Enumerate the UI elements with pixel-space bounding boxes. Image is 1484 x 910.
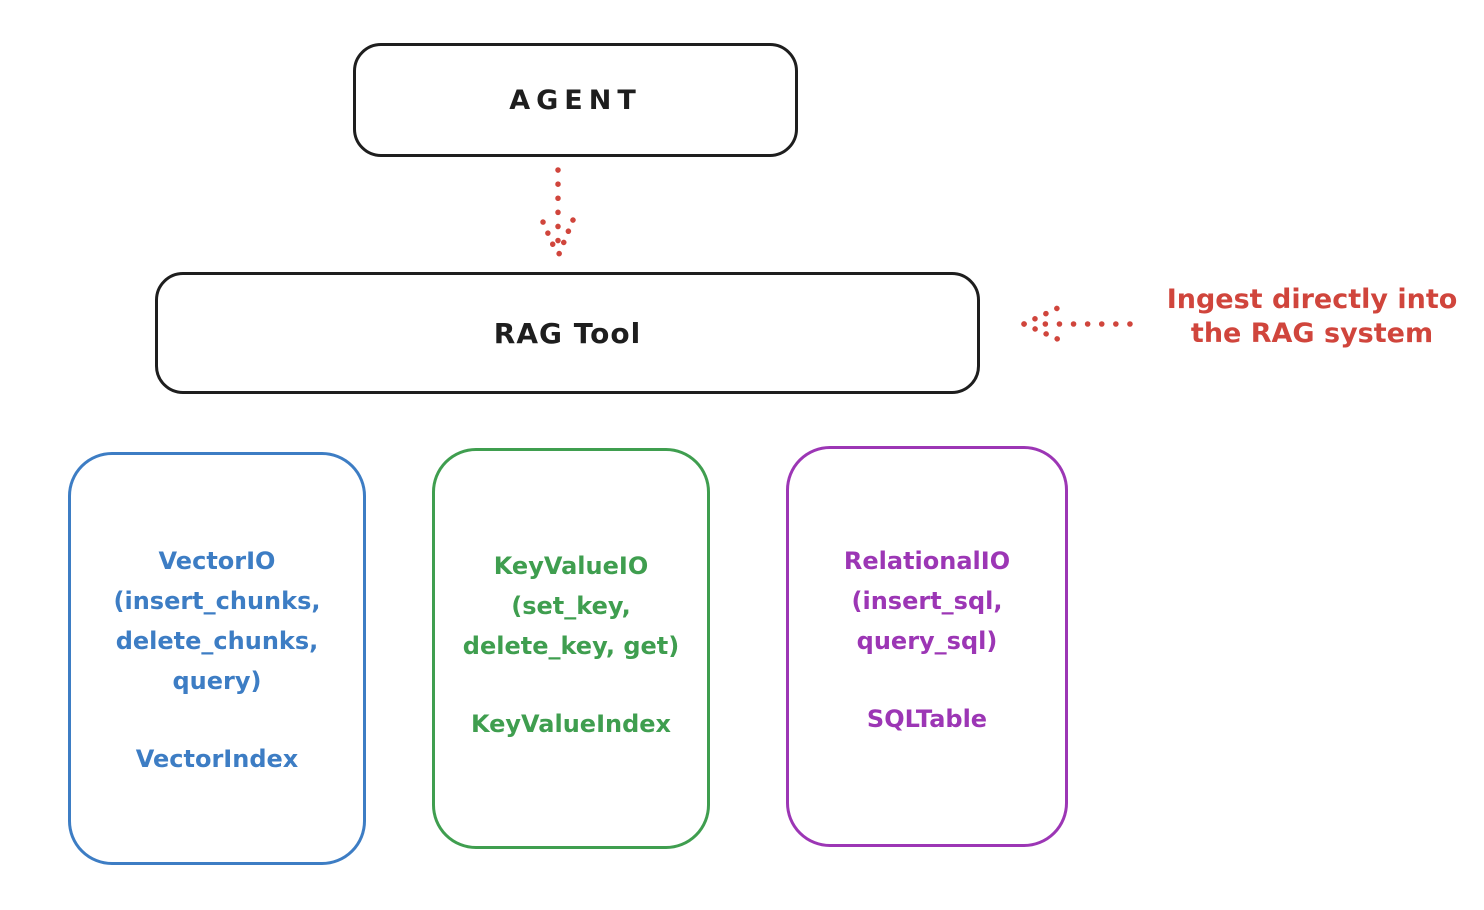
dotted-arrow-left-icon bbox=[1021, 303, 1133, 344]
card-index-label: SQLTable bbox=[866, 705, 988, 733]
card-method-line: (insert_sql, bbox=[851, 587, 1003, 615]
card-method-line: query_sql) bbox=[856, 627, 998, 655]
card-method-line: delete_key, get) bbox=[462, 632, 680, 660]
card-method-line: query) bbox=[172, 667, 262, 695]
card-method-line: (insert_chunks, bbox=[113, 587, 321, 615]
agent-node: AGENT bbox=[353, 43, 798, 157]
relational-io-card: RelationalIO (insert_sql, query_sql) SQL… bbox=[786, 446, 1068, 847]
card-title: RelationalIO bbox=[843, 547, 1011, 575]
card-title: KeyValueIO bbox=[493, 552, 649, 580]
rag-tool-label: RAG Tool bbox=[493, 316, 642, 350]
agent-label: AGENT bbox=[509, 84, 642, 116]
card-index-label: VectorIndex bbox=[135, 745, 299, 773]
card-title: VectorIO bbox=[158, 547, 276, 575]
keyvalue-io-card: KeyValueIO (set_key, delete_key, get) Ke… bbox=[432, 448, 710, 849]
card-method-line: delete_chunks, bbox=[115, 627, 319, 655]
ingest-annotation: Ingest directly into the RAG system bbox=[1140, 283, 1484, 351]
dotted-arrow-down-icon bbox=[540, 167, 576, 257]
rag-tool-node: RAG Tool bbox=[155, 272, 980, 394]
card-index-label: KeyValueIndex bbox=[470, 710, 672, 738]
ingest-annotation-line2: the RAG system bbox=[1190, 318, 1434, 349]
vector-io-card: VectorIO (insert_chunks, delete_chunks, … bbox=[68, 452, 366, 865]
card-method-line: (set_key, bbox=[511, 592, 631, 620]
ingest-annotation-line1: Ingest directly into bbox=[1166, 284, 1458, 315]
